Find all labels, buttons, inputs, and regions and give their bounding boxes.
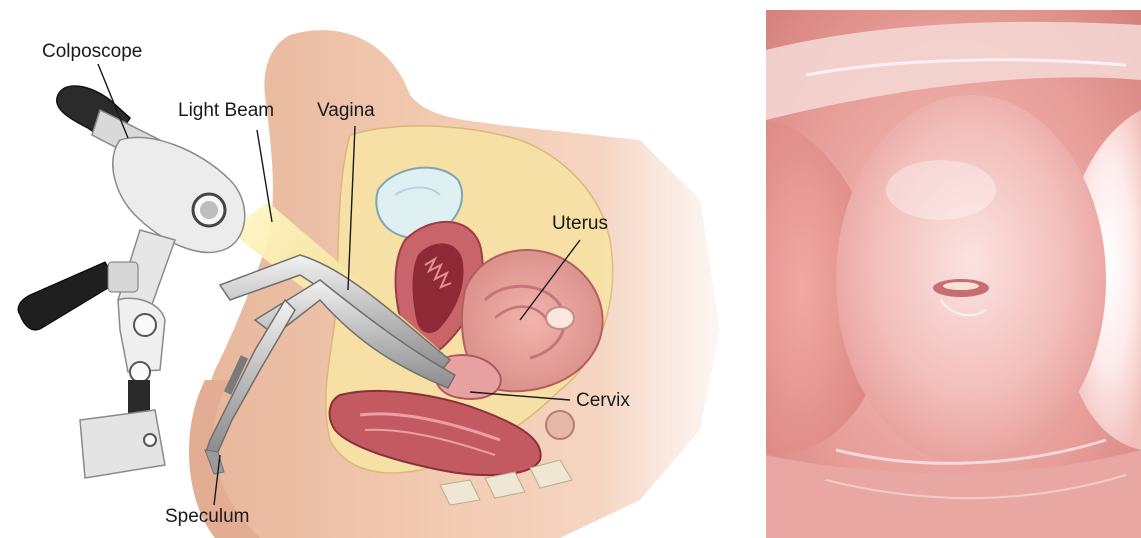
label-colposcope: Colposcope [42, 42, 142, 61]
label-speculum: Speculum [165, 507, 250, 526]
label-vagina: Vagina [317, 101, 375, 120]
fade-overlay [600, 0, 760, 538]
cervix-photograph [766, 10, 1141, 538]
label-uterus: Uterus [552, 214, 608, 233]
label-cervix: Cervix [576, 391, 630, 410]
colposcopy-anatomy-diagram [0, 0, 760, 538]
cervix-photo-svg [766, 10, 1141, 538]
label-light-beam: Light Beam [178, 101, 274, 120]
